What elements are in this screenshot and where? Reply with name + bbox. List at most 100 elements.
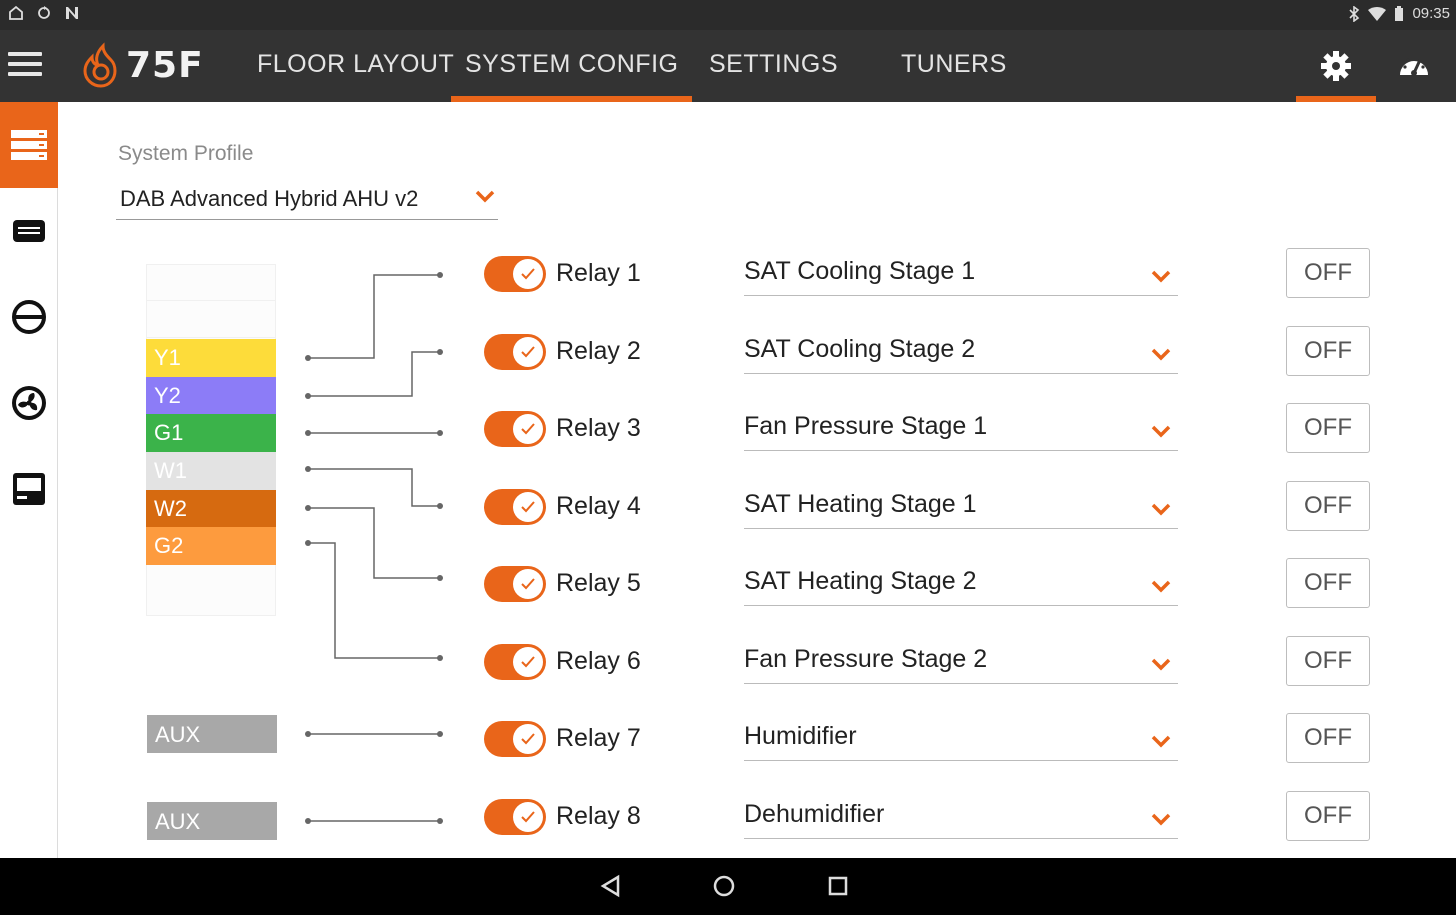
chevron-down-icon <box>1151 735 1171 748</box>
relay-5-test-button[interactable]: OFF <box>1286 558 1370 608</box>
app-header: 75F FLOOR LAYOUT SYSTEM CONFIG SETTINGS … <box>0 30 1456 102</box>
relay-7-label: Relay 7 <box>556 724 641 752</box>
dashboard-button[interactable] <box>1390 44 1438 88</box>
gear-icon <box>1321 51 1351 81</box>
check-icon <box>521 733 535 745</box>
relay-1-mapping: SAT Cooling Stage 1 <box>744 257 976 285</box>
bluetooth-icon <box>1349 5 1360 22</box>
chevron-down-icon <box>1151 658 1171 671</box>
relay-3-mapping-select[interactable]: Fan Pressure Stage 1 <box>744 409 1178 451</box>
chevron-down-icon <box>1151 813 1171 826</box>
relay-7-test-button[interactable]: OFF <box>1286 713 1370 763</box>
chevron-down-icon <box>1151 270 1171 283</box>
relay-5-mapping: SAT Heating Stage 2 <box>744 567 977 595</box>
gauge-icon <box>1400 58 1428 76</box>
relay-1-label: Relay 1 <box>556 259 641 287</box>
relay-8-toggle[interactable] <box>484 799 546 835</box>
relay-8-label: Relay 8 <box>556 802 641 830</box>
relay-8-test-button[interactable]: OFF <box>1286 791 1370 841</box>
flame-logo-icon <box>83 42 117 88</box>
relay-8-mapping-select[interactable]: Dehumidifier <box>744 797 1178 839</box>
sidebar-item-modules[interactable] <box>0 188 58 274</box>
sidebar-item-display[interactable] <box>0 446 58 532</box>
system-profile-label: System Profile <box>118 142 254 165</box>
relay-3-test-button[interactable]: OFF <box>1286 403 1370 453</box>
theta-icon <box>12 300 46 334</box>
terminal-w2: W2 <box>146 490 276 528</box>
relay-6-mapping-select[interactable]: Fan Pressure Stage 2 <box>744 642 1178 684</box>
relay-7-mapping-select[interactable]: Humidifier <box>744 719 1178 761</box>
aux-terminal-2: AUX <box>147 802 277 840</box>
tab-settings[interactable]: SETTINGS <box>709 30 838 102</box>
check-icon <box>521 656 535 668</box>
module-icon <box>13 220 45 242</box>
relay-4-toggle[interactable] <box>484 489 546 525</box>
relay-4-mapping-select[interactable]: SAT Heating Stage 1 <box>744 487 1178 529</box>
display-icon <box>13 473 45 505</box>
relay-8-mapping: Dehumidifier <box>744 800 885 828</box>
tab-floor-layout[interactable]: FLOOR LAYOUT <box>257 30 454 102</box>
chevron-down-icon <box>1151 348 1171 361</box>
relay-3-mapping: Fan Pressure Stage 1 <box>744 412 988 440</box>
home-outline-icon <box>9 5 23 20</box>
sidebar <box>0 102 58 858</box>
server-stack-icon <box>11 130 47 160</box>
sidebar-item-fan[interactable] <box>0 360 58 446</box>
back-icon[interactable] <box>598 874 622 898</box>
relay-6-mapping: Fan Pressure Stage 2 <box>744 645 988 673</box>
relay-5-mapping-select[interactable]: SAT Heating Stage 2 <box>744 564 1178 606</box>
tab-label: FLOOR LAYOUT <box>257 50 455 78</box>
tab-label: TUNERS <box>901 50 1007 78</box>
relay-1-toggle[interactable] <box>484 256 546 292</box>
check-icon <box>521 268 535 280</box>
settings-gear-button[interactable] <box>1296 30 1376 102</box>
relay-6-toggle[interactable] <box>484 644 546 680</box>
check-icon <box>521 346 535 358</box>
relay-7-toggle[interactable] <box>484 721 546 757</box>
sync-icon <box>38 6 50 19</box>
sidebar-item-pressure[interactable] <box>0 274 58 360</box>
recents-icon[interactable] <box>826 874 850 898</box>
relay-6-label: Relay 6 <box>556 647 641 675</box>
terminal-g1: G1 <box>146 414 276 452</box>
relay-1-test-button[interactable]: OFF <box>1286 248 1370 298</box>
relay-4-test-button[interactable]: OFF <box>1286 481 1370 531</box>
menu-icon[interactable] <box>8 52 42 78</box>
system-profile-select[interactable]: DAB Advanced Hybrid AHU v2 <box>116 180 498 220</box>
wifi-icon <box>1368 6 1387 21</box>
fan-icon <box>12 386 46 420</box>
relay-3-toggle[interactable] <box>484 411 546 447</box>
relay-7-mapping: Humidifier <box>744 722 857 750</box>
terminal-g2: G2 <box>146 527 276 565</box>
sidebar-item-system[interactable] <box>0 102 58 188</box>
terminal-slot <box>146 264 276 301</box>
relay-3-label: Relay 3 <box>556 414 641 442</box>
logo: 75F <box>82 42 204 88</box>
relay-5-toggle[interactable] <box>484 566 546 602</box>
chevron-down-icon <box>475 190 495 203</box>
chevron-down-icon <box>1151 503 1171 516</box>
relay-6-test-button[interactable]: OFF <box>1286 636 1370 686</box>
relay-4-mapping: SAT Heating Stage 1 <box>744 490 977 518</box>
check-icon <box>521 578 535 590</box>
check-icon <box>521 501 535 513</box>
terminal-y2: Y2 <box>146 377 276 415</box>
home-icon[interactable] <box>712 874 736 898</box>
relay-2-label: Relay 2 <box>556 337 641 365</box>
logo-text: 75F <box>126 44 204 86</box>
relay-1-mapping-select[interactable]: SAT Cooling Stage 1 <box>744 254 1178 296</box>
relay-2-test-button[interactable]: OFF <box>1286 326 1370 376</box>
terminal-y1: Y1 <box>146 339 276 377</box>
system-profile-value: DAB Advanced Hybrid AHU v2 <box>120 186 419 211</box>
relay-5-label: Relay 5 <box>556 569 641 597</box>
relay-4-label: Relay 4 <box>556 492 641 520</box>
relay-2-mapping-select[interactable]: SAT Cooling Stage 2 <box>744 332 1178 374</box>
system-nav-bar <box>0 858 1456 915</box>
relay-2-toggle[interactable] <box>484 334 546 370</box>
tab-system-config[interactable]: SYSTEM CONFIG <box>450 30 693 102</box>
tab-tuners[interactable]: TUNERS <box>901 30 1007 102</box>
check-icon <box>521 423 535 435</box>
status-bar: 09:35 <box>0 0 1456 30</box>
relay-2-mapping: SAT Cooling Stage 2 <box>744 335 976 363</box>
